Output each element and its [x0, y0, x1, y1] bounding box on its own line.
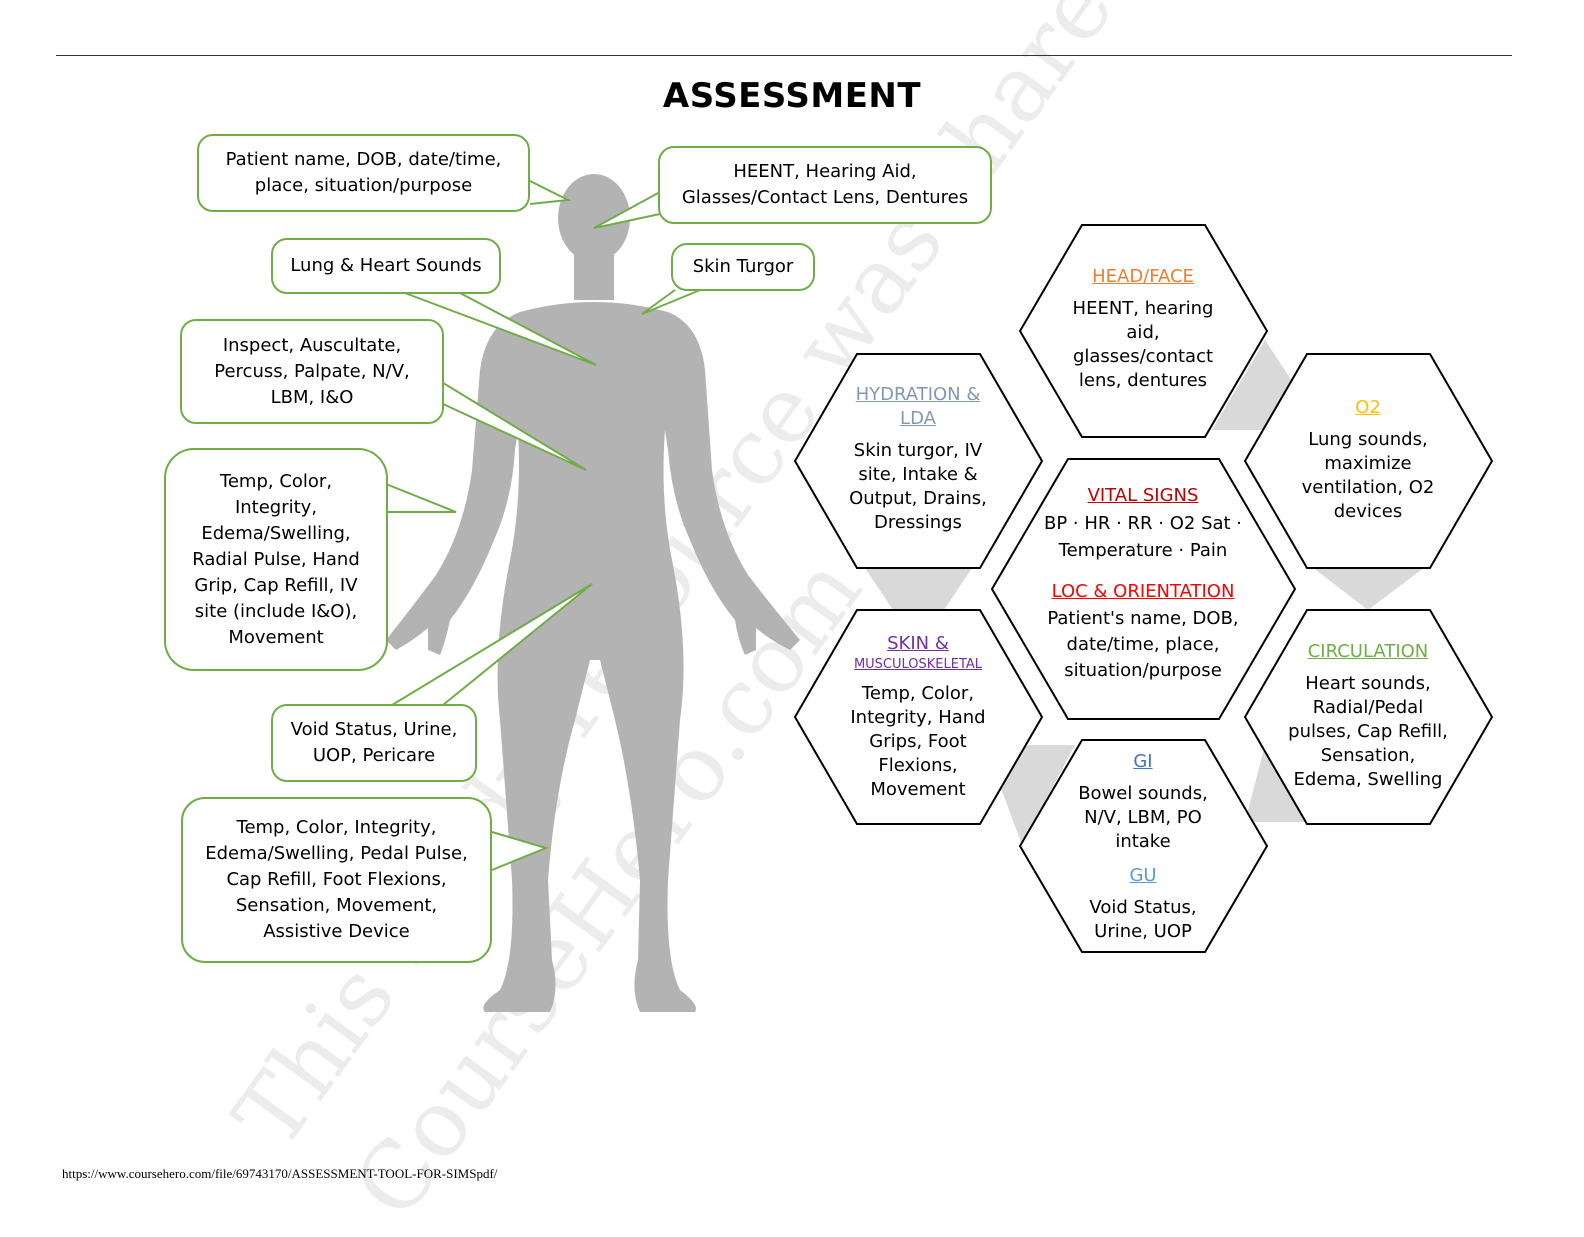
hex-head-face-heading: HEAD/FACE: [1092, 266, 1194, 287]
hex-circulation-text: CIRCULATION Heart sounds, Radial/Pedal p…: [1265, 640, 1471, 792]
hex-vital-signs-body: BP · HR · RR · O2 Sat · Temperature · Pa…: [1043, 513, 1243, 561]
hex-loc-heading: LOC & ORIENTATION: [1051, 581, 1235, 602]
callout-legs: Temp, Color, Integrity, Edema/Swelling, …: [181, 797, 492, 963]
hex-o2-heading: O2: [1355, 397, 1381, 418]
hex-gi-heading: GI: [1133, 751, 1153, 772]
callout-abdomen: Inspect, Auscultate, Percuss, Palpate, N…: [180, 319, 444, 424]
hex-head-face-body: HEENT, hearing aid, glasses/contact lens…: [1072, 298, 1214, 391]
hex-hydration-heading: HYDRATION & LDA: [855, 384, 981, 429]
hex-hydration-text: HYDRATION & LDA Skin turgor, IV site, In…: [815, 383, 1021, 535]
callout-patient-info: Patient name, DOB, date/time, place, sit…: [197, 134, 530, 212]
hex-skin-heading-small: MUSCULOSKELETAL: [853, 657, 983, 672]
callout-legs-text: Temp, Color, Integrity, Edema/Swelling, …: [205, 817, 468, 942]
hex-skin: [793, 609, 1044, 825]
hex-o2: [1243, 353, 1494, 569]
hex-hydration: [793, 353, 1044, 569]
page-title: ASSESSMENT: [662, 76, 922, 116]
callout-skin-turgor: Skin Turgor: [671, 243, 815, 291]
hex-vital-signs: [990, 458, 1297, 720]
callout-arms-text: Temp, Color, Integrity, Edema/Swelling, …: [192, 470, 360, 648]
hex-vital-signs-heading: VITAL SIGNS: [1087, 485, 1199, 506]
hex-o2-text: O2 Lung sounds, maximize ventilation, O2…: [1265, 396, 1471, 524]
hex-gi-body: Bowel sounds, N/V, LBM, PO intake: [1078, 783, 1208, 852]
hex-circulation: [1243, 609, 1494, 825]
callout-skin-turgor-text: Skin Turgor: [692, 256, 794, 277]
hex-gu-heading: GU: [1129, 865, 1157, 886]
hex-gi-gu: [1018, 739, 1269, 953]
hex-loc-body: Patient's name, DOB, date/time, place, s…: [1047, 608, 1239, 681]
callout-lung-heart-text: Lung & Heart Sounds: [290, 255, 482, 276]
hex-circulation-heading: CIRCULATION: [1307, 641, 1429, 662]
callout-arms: Temp, Color, Integrity, Edema/Swelling, …: [164, 448, 388, 671]
callout-void: Void Status, Urine, UOP, Pericare: [271, 704, 477, 782]
callout-void-text: Void Status, Urine, UOP, Pericare: [290, 719, 458, 766]
hex-vital-signs-text: VITAL SIGNS BP · HR · RR · O2 Sat · Temp…: [1020, 484, 1266, 684]
callout-lung-heart: Lung & Heart Sounds: [271, 238, 501, 294]
callout-heent: HEENT, Hearing Aid, Glasses/Contact Lens…: [658, 146, 992, 224]
hex-gi-gu-text: GI Bowel sounds, N/V, LBM, PO intake GU …: [1040, 750, 1246, 944]
callout-patient-info-text: Patient name, DOB, date/time, place, sit…: [225, 149, 502, 196]
hex-head-face-text: HEAD/FACE HEENT, hearing aid, glasses/co…: [1040, 265, 1246, 393]
hex-o2-body: Lung sounds, maximize ventilation, O2 de…: [1301, 429, 1435, 522]
top-rule: [56, 55, 1512, 56]
callout-abdomen-text: Inspect, Auscultate, Percuss, Palpate, N…: [214, 334, 410, 408]
hex-skin-text: SKIN & MUSCULOSKELETAL Temp, Color, Inte…: [815, 632, 1021, 802]
hex-hydration-body: Skin turgor, IV site, Intake & Output, D…: [849, 440, 987, 533]
footer-url: https://www.coursehero.com/file/69743170…: [62, 1166, 498, 1181]
hex-skin-body: Temp, Color, Integrity, Hand Grips, Foot…: [850, 683, 986, 800]
hex-gu-body: Void Status, Urine, UOP: [1089, 897, 1197, 942]
hex-head-face: [1018, 224, 1269, 438]
callout-heent-text: HEENT, Hearing Aid, Glasses/Contact Lens…: [681, 161, 969, 208]
hex-skin-heading: SKIN &: [887, 633, 949, 654]
hex-circulation-body: Heart sounds, Radial/Pedal pulses, Cap R…: [1288, 673, 1448, 790]
